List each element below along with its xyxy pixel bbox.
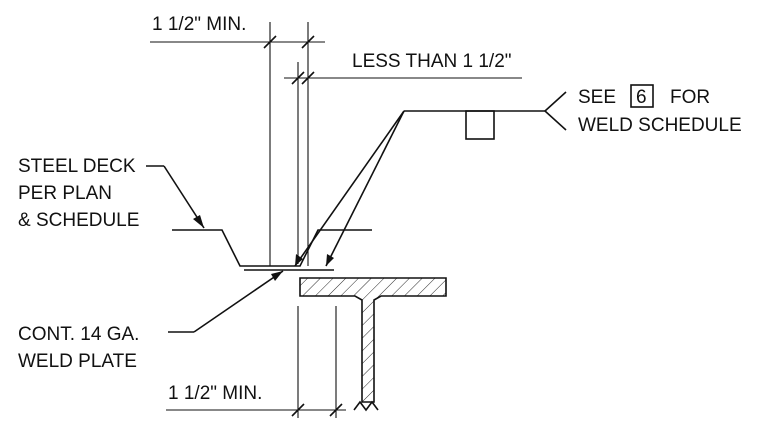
- weld-arrow-head-2: [326, 254, 334, 266]
- beam-break-line: [353, 400, 379, 412]
- weld-schedule-label: WELD SCHEDULE: [578, 115, 742, 136]
- bottom-right-tick: [329, 403, 343, 417]
- reference-box: [630, 84, 654, 108]
- steel-beam: [299, 277, 447, 412]
- top-right-tick: [301, 35, 315, 49]
- reference-number: 6: [636, 87, 647, 108]
- bottom-min-dimension: 1 1/2" MIN.: [166, 306, 346, 418]
- bottom-dimension-label: 1 1/2" MIN.: [168, 383, 262, 404]
- weld-tail-lower: [544, 110, 567, 131]
- top-min-dimension: 1 1/2" MIN.: [150, 14, 325, 266]
- weld-plate-callout: CONT. 14 GA. WELD PLATE: [18, 270, 284, 372]
- plate-label-line-2: WELD PLATE: [18, 351, 137, 372]
- plate-label-line-1: CONT. 14 GA.: [18, 324, 139, 345]
- steel-deck-callout: STEEL DECK PER PLAN & SCHEDULE: [18, 156, 205, 231]
- weld-arrow-leader-2: [325, 110, 405, 267]
- top-left-tick: [263, 35, 277, 49]
- less-than-label: LESS THAN 1 1/2": [352, 51, 512, 72]
- deck-label-line-2: PER PLAN: [18, 183, 112, 204]
- plug-weld-symbol: [465, 110, 495, 140]
- less-than-dimension: LESS THAN 1 1/2": [284, 51, 522, 264]
- plate-leader: [193, 270, 284, 333]
- less-than-left-tick: [291, 71, 305, 85]
- top-dimension-label: 1 1/2" MIN.: [152, 14, 246, 35]
- deck-label-line-1: STEEL DECK: [18, 156, 136, 177]
- steel-deck: [172, 229, 372, 267]
- weld-arrow-head-1: [295, 254, 303, 266]
- deck-label-line-3: & SCHEDULE: [18, 210, 139, 231]
- less-than-right-tick: [301, 71, 315, 85]
- see-label: SEE: [578, 87, 616, 108]
- weld-symbol: SEE 6 FOR WELD SCHEDULE: [294, 84, 742, 267]
- plate-leader-arrow: [271, 271, 283, 281]
- deck-leader-arrow: [193, 215, 204, 228]
- beam-section: [299, 277, 447, 403]
- weld-tail-upper: [544, 91, 567, 112]
- steel-deck-profile: [172, 229, 372, 267]
- bottom-left-tick: [291, 403, 305, 417]
- for-label: FOR: [670, 87, 710, 108]
